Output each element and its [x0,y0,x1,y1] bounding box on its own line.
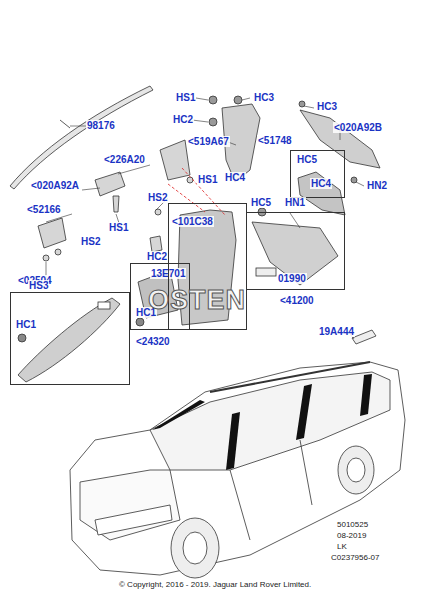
callout-number: <24320 [135,336,171,347]
callout-number: HS3 [28,280,49,291]
callout-number: <020A92B [333,122,383,133]
footer-note: © Copyright, 2016 - 2019. Jaguar Land Ro… [118,580,312,589]
footer-note: LK [336,542,348,551]
callout-number: HS2 [147,192,168,203]
callout-number: HC3 [253,92,275,103]
callout-number: <519A67 [187,136,230,147]
callout-number: HS2 [80,236,101,247]
footer-note: 08-2019 [336,531,367,540]
callout-number: HC2 [172,114,194,125]
footer-note: 5010525 [336,520,369,529]
callout-number: HC3 [316,101,338,112]
callout-number: HN1 [284,197,306,208]
callout-number: HC4 [224,172,246,183]
footer-note: C0237956-07 [330,553,380,562]
callout-box: <51748HC5HC4 [290,150,345,198]
callout-number: HN2 [366,180,388,191]
callout-number: HC4 [310,178,332,189]
callout-number: 98176 [86,120,116,131]
callout-number: HS1 [175,92,196,103]
callout-number: <226A20 [103,154,146,165]
callout-number: HS1 [197,174,218,185]
watermark: OSTEN [147,286,247,314]
callout-number: HC5 [296,154,318,165]
callout-number: <41200 [279,295,315,306]
callout-number: <52166 [26,204,62,215]
callout-box: <02504HC1 [10,292,130,385]
callout-number: <020A92A [30,180,80,191]
callout-number: 01990 [277,273,307,284]
callout-number: <101C38 [171,216,214,227]
callout-number: HC2 [146,251,168,262]
callout-number: HC1 [15,319,37,330]
callout-number: <51748 [257,135,293,146]
callout-box: 01990<41200 [246,212,345,290]
callout-number: HS1 [108,222,129,233]
callout-number: 19A444 [318,326,355,337]
callout-number: HC5 [250,197,272,208]
